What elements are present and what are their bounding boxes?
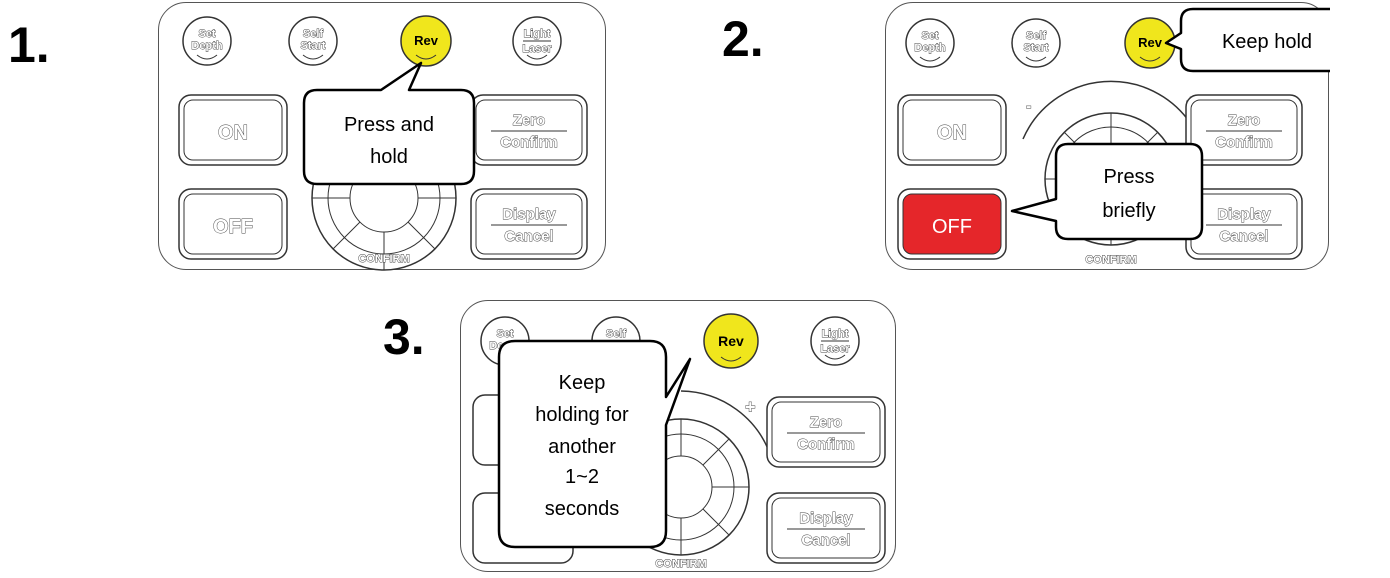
svg-text:Display: Display	[502, 206, 556, 223]
rev-button[interactable]: Rev	[1124, 17, 1176, 69]
svg-text:another: another	[548, 436, 616, 458]
svg-text:ON: ON	[218, 122, 248, 144]
confirm-label: CONFIRM	[358, 253, 409, 265]
self-start-button[interactable]: Self Start	[288, 16, 338, 66]
rev-button[interactable]: Rev	[400, 15, 452, 67]
svg-text:Display: Display	[799, 510, 853, 527]
svg-text:Start: Start	[1023, 42, 1048, 54]
svg-text:Set: Set	[496, 328, 513, 340]
svg-text:hold: hold	[370, 146, 408, 168]
control-panel-step-2: - + CONFIRM Set Depth Self Start Rev ON	[885, 2, 1356, 270]
set-depth-button[interactable]: Set Depth	[182, 16, 232, 66]
step-3-number: 3.	[383, 309, 425, 365]
on-button[interactable]: ON	[897, 94, 1007, 166]
svg-text:OFF: OFF	[213, 216, 253, 238]
zero-confirm-button[interactable]: Zero Confirm	[766, 396, 886, 468]
svg-text:Press and: Press and	[344, 114, 434, 136]
display-cancel-button[interactable]: Display Cancel	[1185, 188, 1303, 260]
rev-button[interactable]: Rev	[703, 313, 759, 369]
svg-text:Self: Self	[1026, 30, 1047, 42]
control-panel-graphic: - + CONFIRM Set Depth Self Start Rev ON	[897, 7, 1356, 266]
step-1-number: 1.	[8, 17, 50, 73]
confirm-label: CONFIRM	[655, 558, 706, 570]
svg-text:Cancel: Cancel	[504, 228, 553, 245]
off-button[interactable]: OFF	[178, 188, 288, 260]
svg-text:Depth: Depth	[191, 40, 222, 52]
svg-text:Cancel: Cancel	[1219, 228, 1268, 245]
confirm-label: CONFIRM	[1085, 254, 1136, 266]
svg-text:Zero: Zero	[810, 414, 843, 431]
callout-keep-holding: Keep holding for another 1~2 seconds	[497, 339, 692, 549]
svg-text:seconds: seconds	[545, 498, 620, 520]
svg-text:1~2: 1~2	[565, 466, 599, 488]
dial-plus-label: +	[745, 397, 756, 417]
svg-text:Rev: Rev	[1138, 35, 1163, 50]
svg-text:Light: Light	[524, 28, 551, 40]
svg-text:Zero: Zero	[513, 112, 546, 129]
zero-confirm-button[interactable]: Zero Confirm	[1185, 94, 1303, 166]
svg-text:Display: Display	[1217, 206, 1271, 223]
svg-text:Rev: Rev	[414, 33, 439, 48]
svg-text:Cancel: Cancel	[801, 532, 850, 549]
callout-press-and-hold: Press and hold	[302, 61, 476, 186]
svg-text:briefly: briefly	[1102, 200, 1155, 222]
light-laser-button[interactable]: Light Laser	[512, 16, 562, 66]
off-button-active[interactable]: OFF	[897, 188, 1007, 260]
set-depth-button[interactable]: Set Depth	[905, 18, 955, 68]
svg-text:Keep hold: Keep hold	[1222, 31, 1312, 53]
callout-press-briefly: Press briefly	[1010, 142, 1204, 241]
callout-keep-hold: Keep hold	[1164, 7, 1356, 73]
svg-text:holding for: holding for	[535, 404, 629, 426]
svg-text:Set: Set	[198, 28, 215, 40]
light-laser-button[interactable]: Light Laser	[810, 316, 860, 366]
svg-text:Confirm: Confirm	[797, 436, 855, 453]
svg-text:Press: Press	[1103, 166, 1154, 188]
svg-text:Keep: Keep	[559, 372, 606, 394]
on-button[interactable]: ON	[178, 94, 288, 166]
control-panel-graphic: CONFIRM Set Depth Self Start Rev Light L…	[178, 15, 588, 271]
display-cancel-button[interactable]: Display Cancel	[766, 492, 886, 564]
svg-text:Laser: Laser	[820, 343, 850, 355]
svg-text:ON: ON	[937, 122, 967, 144]
svg-text:Zero: Zero	[1228, 112, 1261, 129]
svg-text:Rev: Rev	[718, 333, 744, 349]
svg-text:OFF: OFF	[932, 216, 972, 238]
control-panel-graphic: + CONFIRM Set Depth Self Start Rev Light…	[472, 313, 886, 570]
step-2-number: 2.	[722, 11, 764, 67]
svg-text:Start: Start	[300, 40, 325, 52]
svg-text:Self: Self	[303, 28, 324, 40]
dial-minus-label: -	[1026, 98, 1031, 115]
svg-text:Laser: Laser	[522, 43, 552, 55]
control-panel-step-3: + CONFIRM Set Depth Self Start Rev Light…	[460, 300, 896, 572]
svg-text:Depth: Depth	[914, 42, 945, 54]
svg-text:Light: Light	[822, 328, 849, 340]
svg-text:Confirm: Confirm	[1215, 134, 1273, 151]
zero-confirm-button[interactable]: Zero Confirm	[470, 94, 588, 166]
self-start-button[interactable]: Self Start	[1011, 18, 1061, 68]
control-panel-step-1: CONFIRM Set Depth Self Start Rev Light L…	[158, 2, 606, 271]
display-cancel-button[interactable]: Display Cancel	[470, 188, 588, 260]
svg-text:Set: Set	[921, 30, 938, 42]
svg-text:Self: Self	[606, 328, 627, 340]
svg-text:Confirm: Confirm	[500, 134, 558, 151]
